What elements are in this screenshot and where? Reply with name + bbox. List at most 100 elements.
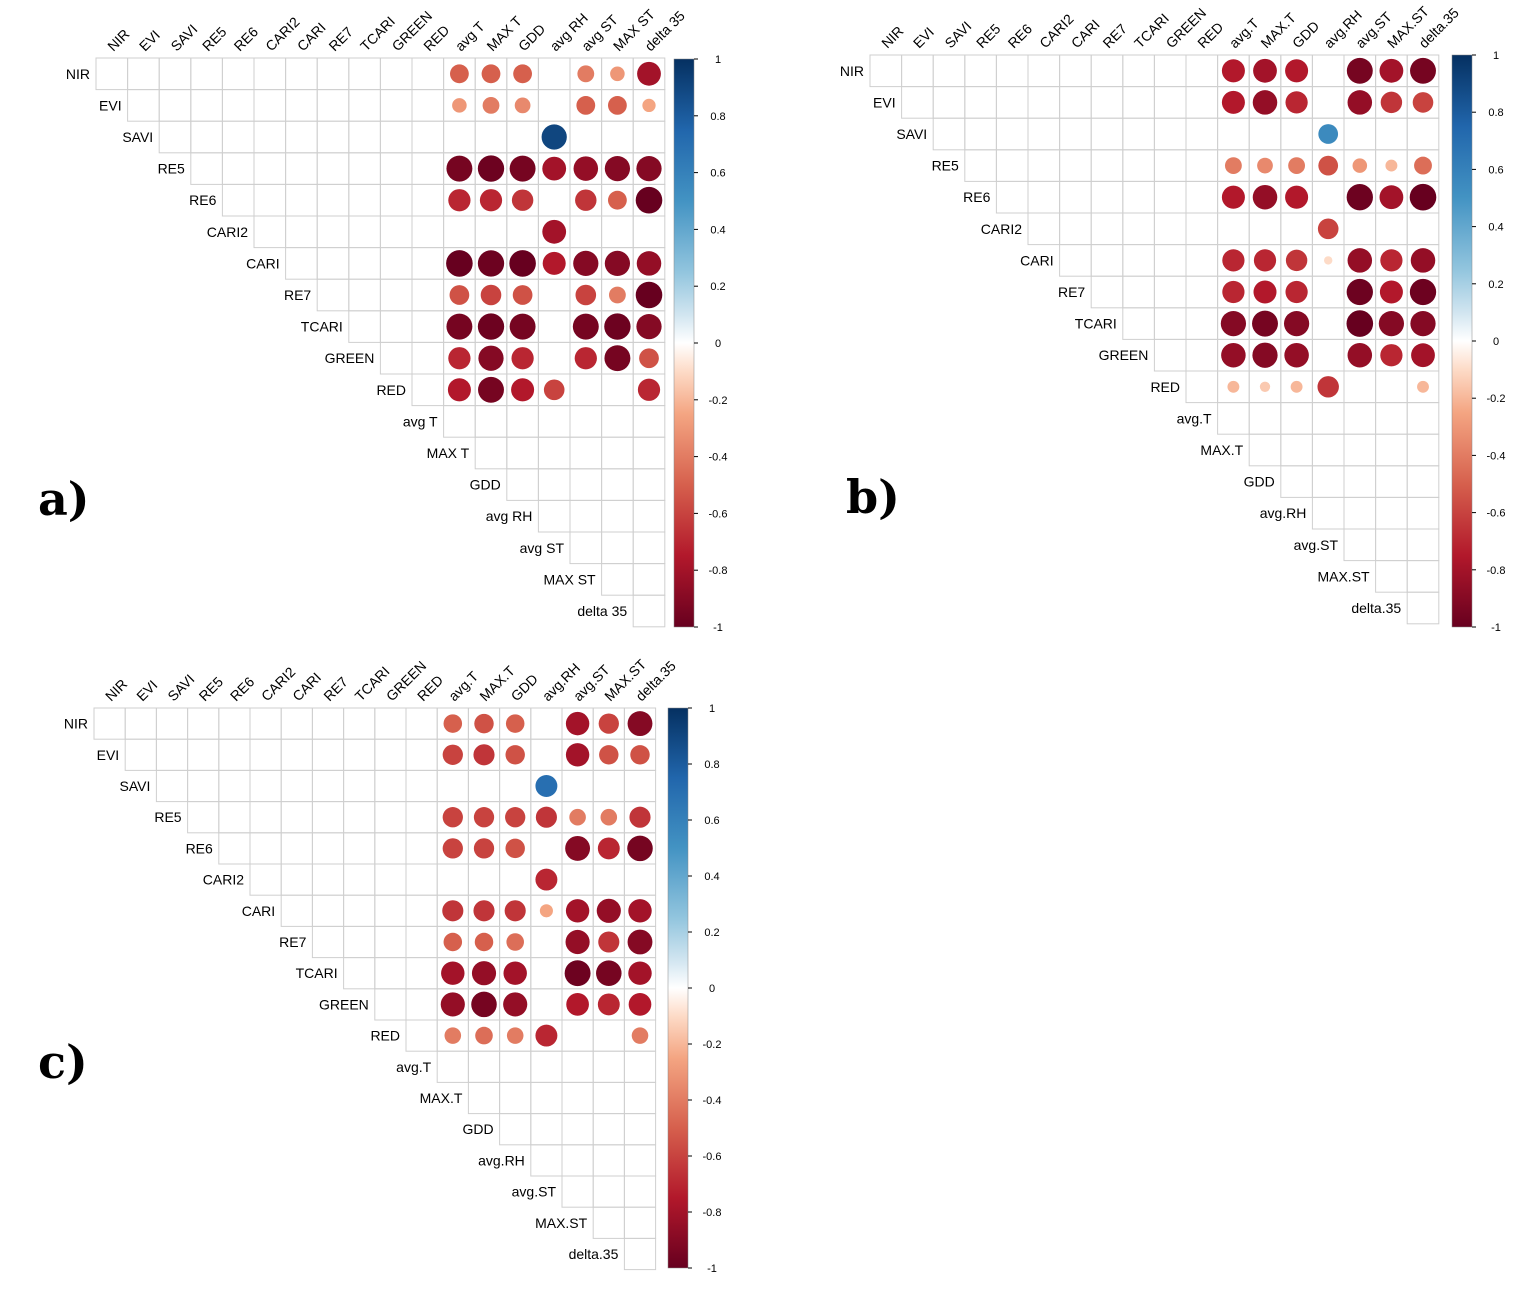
grid-cell [506,405,539,438]
grid-cell [1311,54,1345,88]
grid-cell [348,247,381,280]
grid-cell [467,769,501,803]
row-label: RE5 [158,161,185,177]
grid-cell [1122,149,1155,182]
grid-cell [311,769,345,803]
corr-circle [1380,344,1403,367]
corr-circle [1411,343,1435,368]
panel-label-c: c) [38,1035,88,1089]
colorbar-tick-label: -0.2 [709,395,728,407]
grid-cell [569,373,603,407]
grid-cell [280,801,313,834]
corr-circle [1285,59,1309,83]
grid-cell [932,86,966,119]
grid-cell [343,738,376,771]
grid-cell [1153,338,1187,372]
grid-cell [601,215,634,249]
colorbar-tick-label: -0.2 [1487,393,1506,405]
grid-cell [530,1113,563,1146]
grid-cell [1027,212,1061,246]
grid-cell [379,341,413,375]
grid-cell [1248,402,1282,435]
grid-cell [1311,496,1345,530]
corr-circle [1222,249,1245,272]
grid-cell [1090,244,1124,277]
corr-circle [1290,380,1303,393]
grid-cell [623,1206,657,1239]
grid-cell [187,801,220,834]
grid-cell [405,863,438,896]
corr-circle [1410,248,1436,273]
grid-cell [1343,370,1377,404]
grid-cell [221,120,255,154]
col-label: RE5 [973,20,1004,51]
corr-circle [477,155,505,182]
corr-circle [572,313,599,340]
grid-cell [1406,496,1440,530]
corr-circle [564,960,591,987]
row-label: avg T [403,413,438,429]
grid-cell [316,152,350,185]
grid-cell [1280,117,1313,151]
col-label: RE5 [196,673,227,704]
corr-circle [481,64,501,84]
grid-cell [374,801,407,834]
grid-cell [1248,212,1282,246]
col-label: NIR [102,676,130,704]
grid-cell [474,215,508,249]
colorbar-tick-label: 0 [1493,336,1499,348]
grid-cell [592,1019,625,1052]
colorbar-tick-label: 0.6 [710,168,725,180]
row-label: GDD [1244,474,1275,490]
grid-cell [158,89,192,122]
corr-circle [1252,310,1278,337]
grid-cell [964,54,997,88]
grid-cell [124,738,157,771]
row-label: avg.T [1177,410,1212,426]
corr-circle [627,711,653,737]
grid-cell [374,738,407,771]
grid-cell [405,801,438,834]
corr-circle [479,189,503,212]
panel-label-a: a) [38,472,90,526]
corr-circle [636,251,662,276]
corr-circle [1346,278,1373,306]
corr-circle [1412,92,1434,113]
grid-cell [316,183,350,217]
grid-cell [348,183,381,217]
grid-cell [1406,560,1440,593]
corr-circle [635,186,663,214]
corr-circle [442,900,464,922]
corr-circle [442,838,463,859]
corr-circle [1221,185,1245,209]
corr-circle [505,838,525,859]
grid-cell [1343,465,1377,498]
corr-circle [506,1027,524,1044]
corr-circle [598,931,620,953]
row-label: RE6 [963,189,990,205]
grid-cell [474,436,508,470]
corr-circle [1283,310,1310,337]
corr-circle [535,1024,558,1047]
grid-cell [253,183,287,217]
grid-cell [1217,212,1250,246]
grid-cell [530,832,563,865]
grid-cell [155,769,189,803]
grid-cell [155,707,189,740]
grid-cell [561,1144,594,1177]
grid-cell [379,57,413,91]
corr-circle [448,347,471,370]
grid-cell [348,310,381,343]
corr-circle [636,155,662,182]
corr-circle [446,313,473,340]
grid-cell [1122,54,1155,88]
corr-circle [1221,59,1245,83]
grid-cell [187,769,220,803]
col-label: TCARI [357,13,398,54]
grid-cell [1185,275,1219,309]
grid-cell [995,149,1029,182]
grid-cell [285,247,318,280]
grid-cell [1122,180,1155,214]
corr-circle [542,156,567,181]
grid-cell [1027,180,1061,214]
